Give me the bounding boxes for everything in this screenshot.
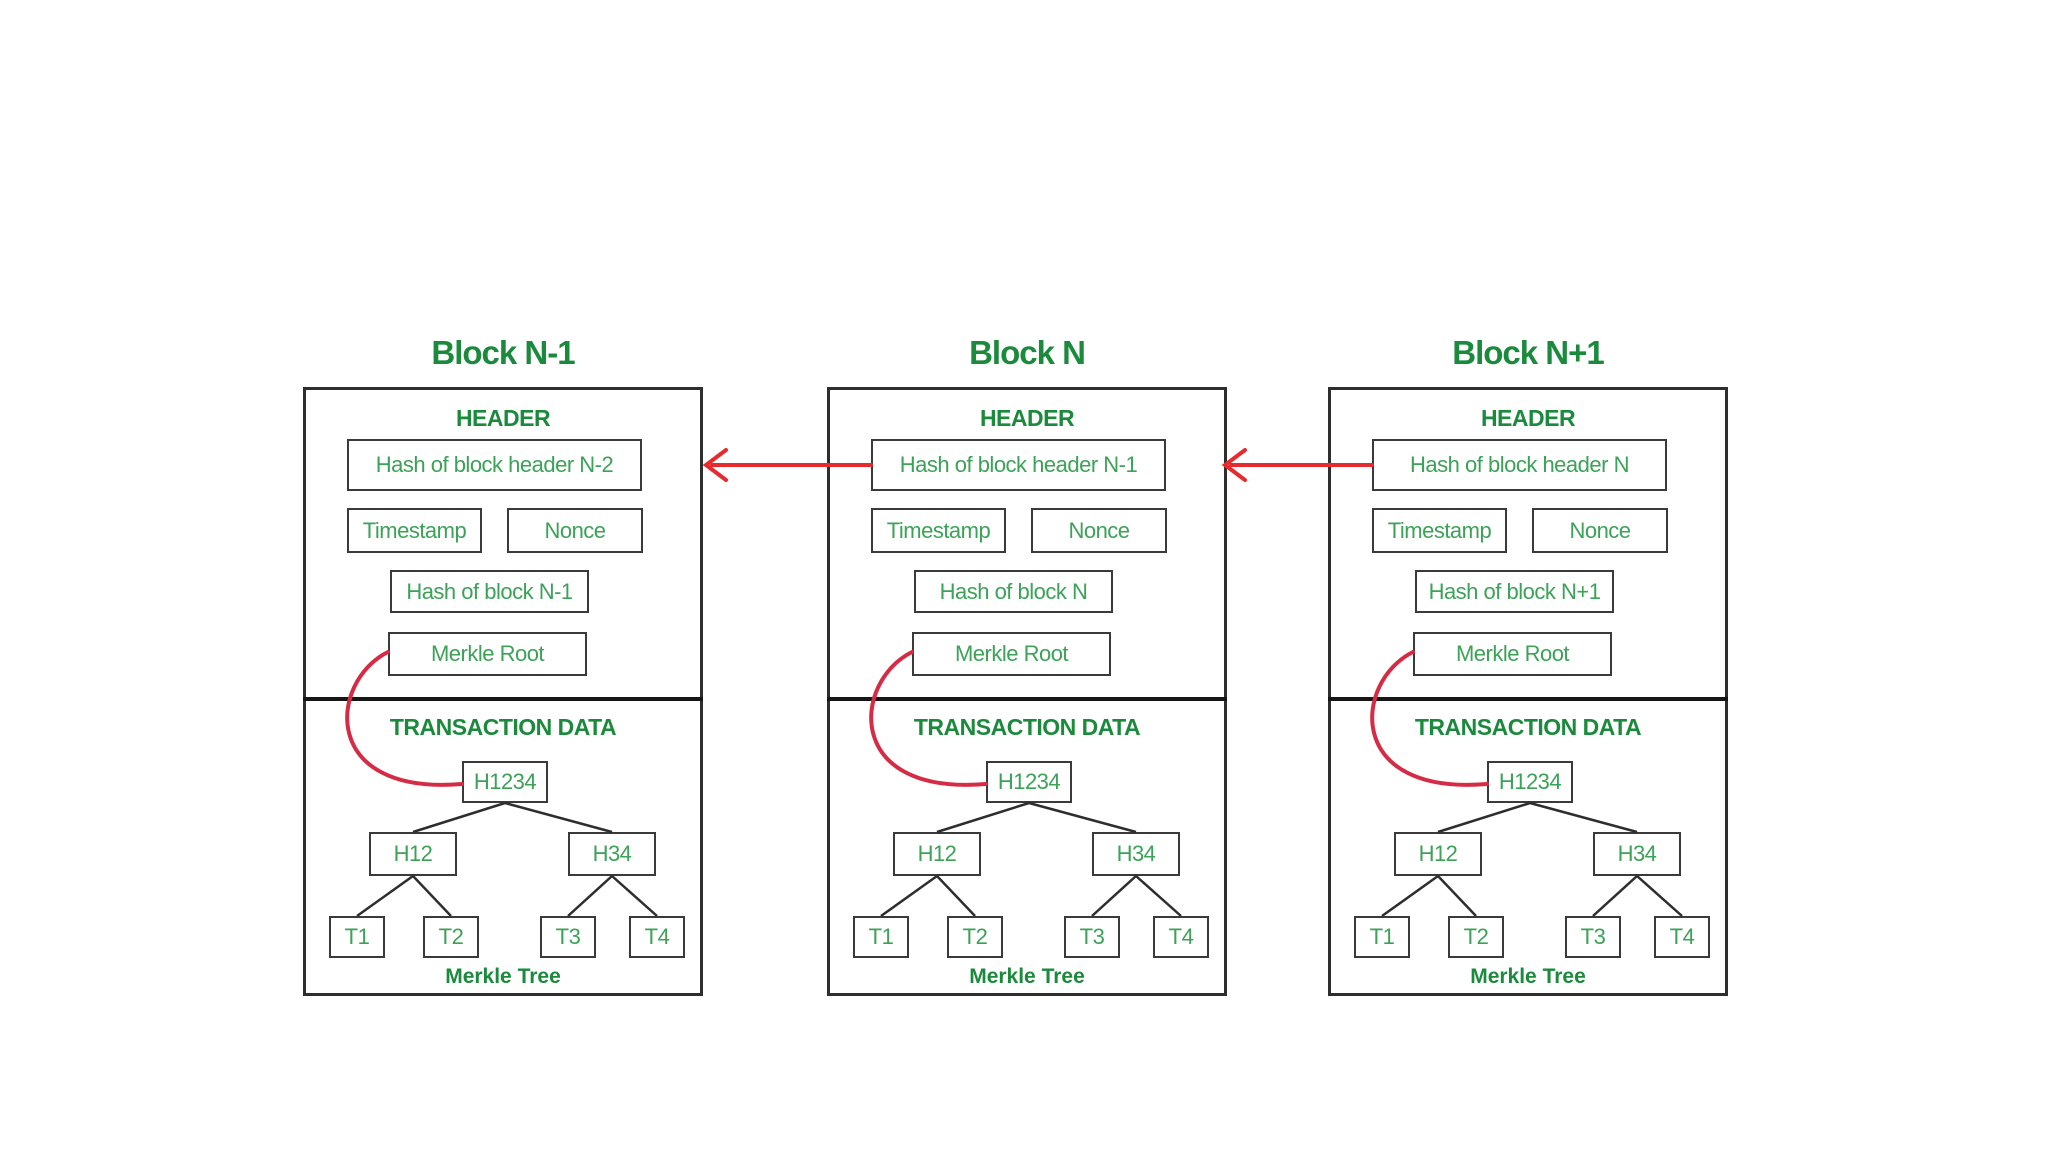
header-section-label: HEADER [455, 405, 551, 431]
merkle-leaf-t1: T1 [853, 916, 909, 958]
section-divider [303, 697, 703, 701]
nonce-box: Nonce [1532, 508, 1668, 553]
header-section-label: HEADER [1480, 405, 1576, 431]
merkle-leaf-t3: T3 [1565, 916, 1621, 958]
timestamp-box: Timestamp [871, 508, 1006, 553]
merkle-root-box: Merkle Root [388, 632, 587, 676]
merkle-node-h34: H34 [568, 832, 656, 876]
merkle-leaf-t3: T3 [540, 916, 596, 958]
merkle-node-h1234: H1234 [1487, 761, 1573, 803]
merkle-node-h34: H34 [1593, 832, 1681, 876]
merkle-node-h34: H34 [1092, 832, 1180, 876]
block-n-plus-1: Block N+1 HEADER Hash of block header N … [1328, 333, 1728, 996]
section-divider [827, 697, 1227, 701]
nonce-box: Nonce [1031, 508, 1167, 553]
timestamp-box: Timestamp [347, 508, 482, 553]
merkle-leaf-t4: T4 [1654, 916, 1710, 958]
merkle-node-h12: H12 [369, 832, 457, 876]
block-n: Block N HEADER Hash of block header N-1 … [827, 333, 1227, 996]
merkle-leaf-t1: T1 [329, 916, 385, 958]
merkle-leaf-t2: T2 [947, 916, 1003, 958]
merkle-tree-label: Merkle Tree [445, 965, 561, 988]
merkle-leaf-t4: T4 [629, 916, 685, 958]
hash-of-prev-header-box: Hash of block header N-1 [871, 439, 1166, 491]
merkle-tree-label: Merkle Tree [969, 965, 1085, 988]
merkle-leaf-t1: T1 [1354, 916, 1410, 958]
merkle-node-h1234: H1234 [986, 761, 1072, 803]
merkle-tree-label: Merkle Tree [1470, 965, 1586, 988]
header-section-label: HEADER [979, 405, 1075, 431]
merkle-root-box: Merkle Root [1413, 632, 1612, 676]
nonce-box: Nonce [507, 508, 643, 553]
hash-of-block-box: Hash of block N [914, 570, 1113, 613]
section-divider [1328, 697, 1728, 701]
hash-of-prev-header-box: Hash of block header N [1372, 439, 1667, 491]
merkle-node-h12: H12 [893, 832, 981, 876]
block-n-minus-1: Block N-1 HEADER Hash of block header N-… [303, 333, 703, 996]
hash-of-prev-header-box: Hash of block header N-2 [347, 439, 642, 491]
block-title: Block N [969, 334, 1086, 371]
merkle-node-h1234: H1234 [462, 761, 548, 803]
merkle-leaf-t2: T2 [423, 916, 479, 958]
arrowhead-left-2 [1221, 448, 1247, 482]
hash-of-block-box: Hash of block N+1 [1415, 570, 1614, 613]
merkle-leaf-t2: T2 [1448, 916, 1504, 958]
merkle-leaf-t4: T4 [1153, 916, 1209, 958]
block-outline: HEADER Hash of block header N Timestamp … [1328, 387, 1728, 996]
merkle-node-h12: H12 [1394, 832, 1482, 876]
block-outline: HEADER Hash of block header N-1 Timestam… [827, 387, 1227, 996]
timestamp-box: Timestamp [1372, 508, 1507, 553]
transaction-section-label: TRANSACTION DATA [913, 714, 1141, 740]
block-title: Block N-1 [431, 334, 575, 371]
merkle-root-box: Merkle Root [912, 632, 1111, 676]
arrowhead-left-1 [702, 448, 728, 482]
block-outline: HEADER Hash of block header N-2 Timestam… [303, 387, 703, 996]
block-title: Block N+1 [1452, 334, 1605, 371]
transaction-section-label: TRANSACTION DATA [1414, 714, 1642, 740]
hash-of-block-box: Hash of block N-1 [390, 570, 589, 613]
merkle-leaf-t3: T3 [1064, 916, 1120, 958]
transaction-section-label: TRANSACTION DATA [389, 714, 617, 740]
